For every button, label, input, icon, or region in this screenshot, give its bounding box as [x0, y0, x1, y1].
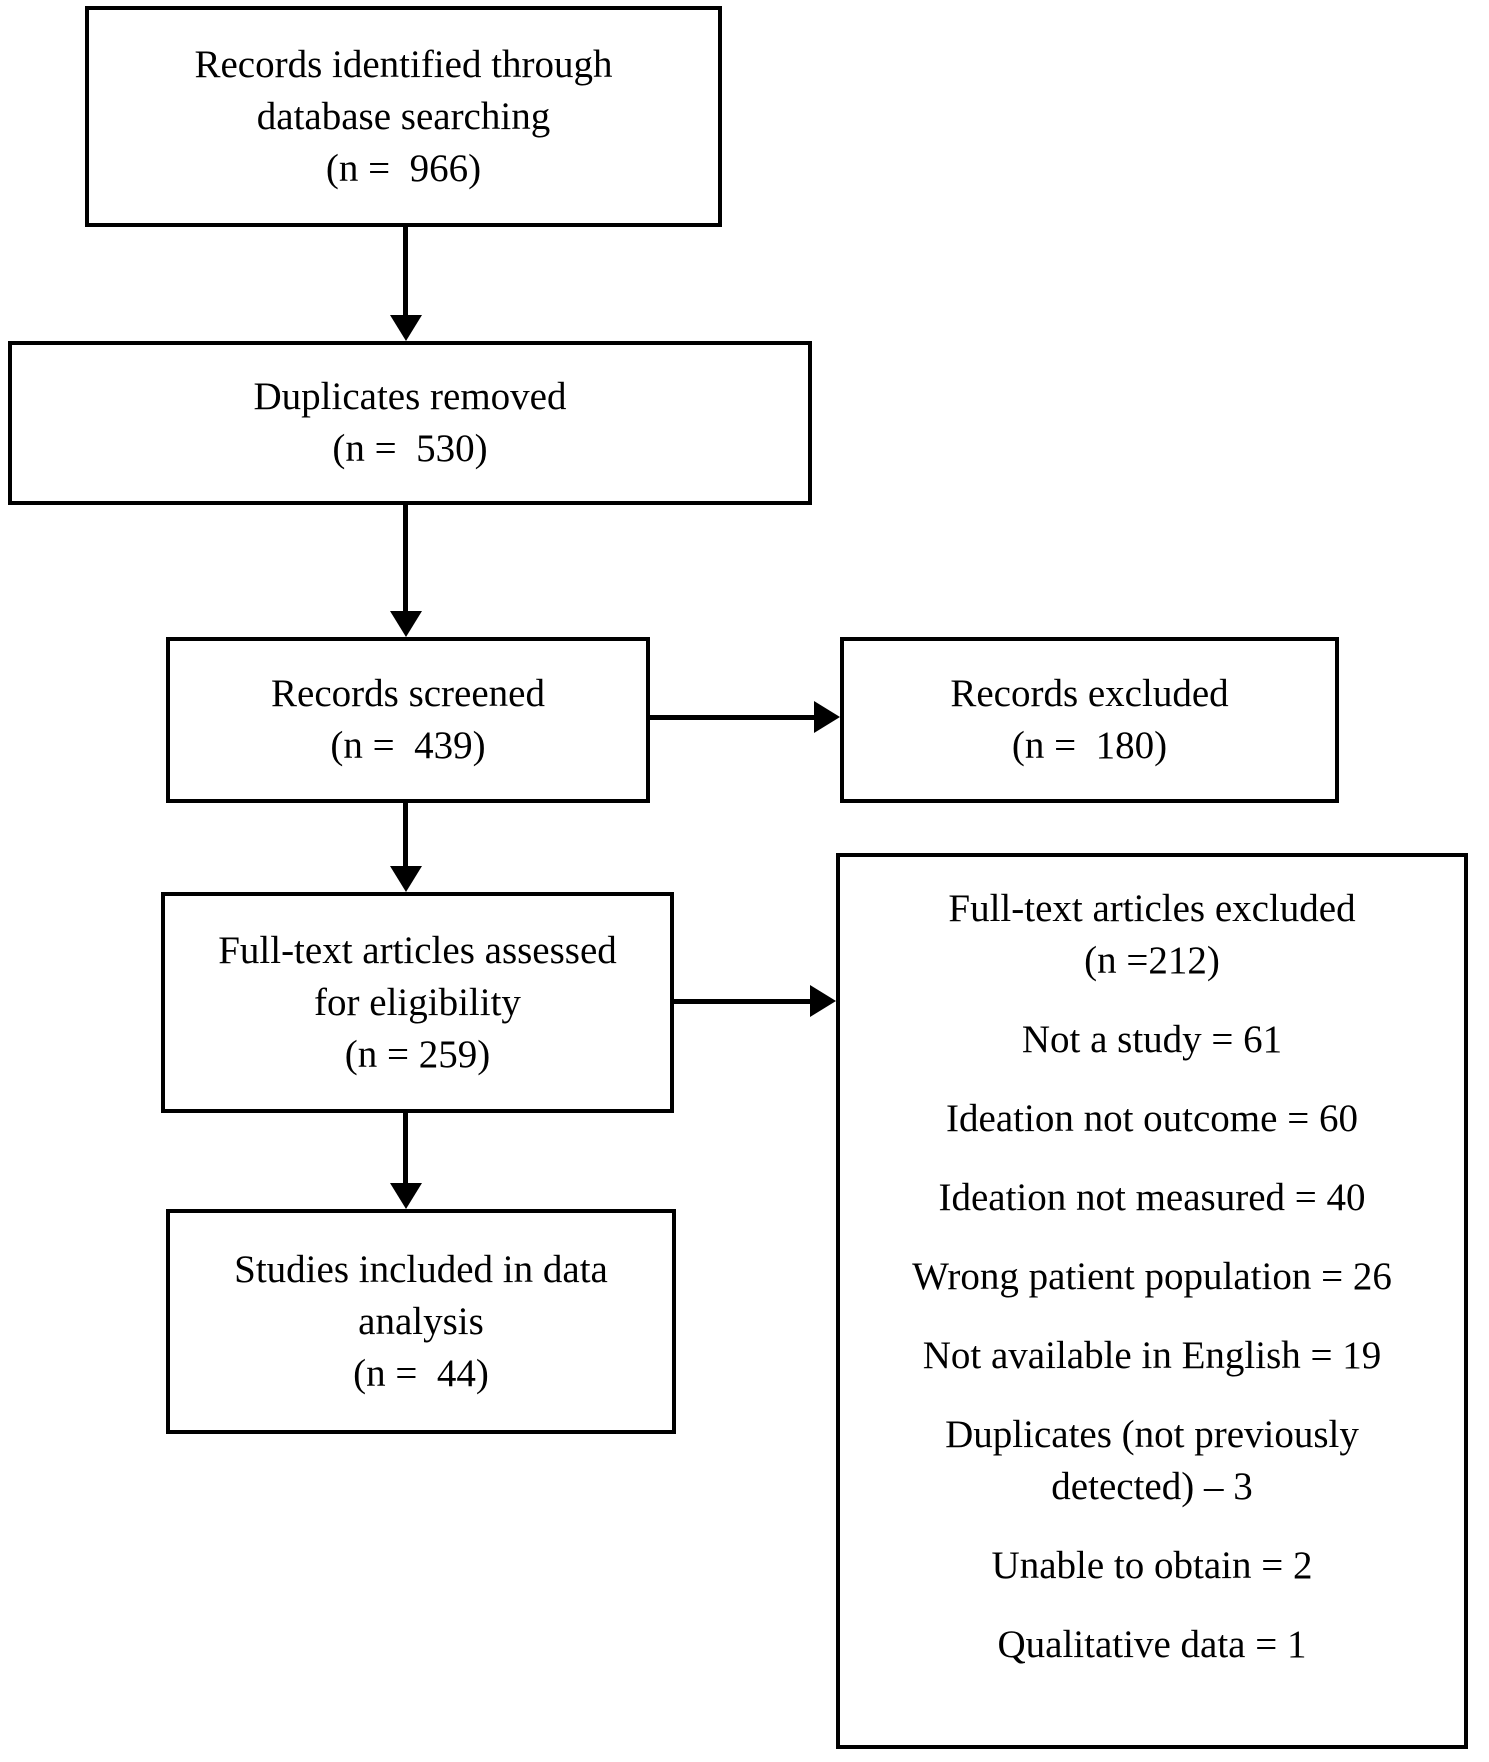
exclusion-reason: Duplicates (not previously detected) – 3: [945, 1413, 1359, 1508]
box-fulltext-excluded: Full-text articles excluded (n =212) Not…: [836, 853, 1468, 1749]
arrow-duplicates-to-screened-head: [390, 611, 422, 637]
box-studies-included-text: Studies included in data analysis (n = 4…: [234, 1247, 608, 1395]
exclusion-reason: Ideation not measured = 40: [938, 1176, 1366, 1219]
arrow-identified-to-duplicates-head: [390, 315, 422, 341]
box-studies-included: Studies included in data analysis (n = 4…: [166, 1209, 676, 1434]
fulltext-excluded-heading: Full-text articles excluded (n =212): [948, 887, 1356, 982]
exclusion-reason: Unable to obtain = 2: [991, 1544, 1313, 1587]
box-fulltext-assessed: Full-text articles assessed for eligibil…: [161, 892, 674, 1113]
arrow-screened-to-fulltext-head: [390, 866, 422, 892]
box-fulltext-assessed-text: Full-text articles assessed for eligibil…: [218, 928, 617, 1076]
box-records-excluded-text: Records excluded (n = 180): [950, 672, 1229, 767]
exclusion-reason: Ideation not outcome = 60: [946, 1097, 1358, 1140]
arrow-fulltext-to-included-line: [403, 1113, 408, 1185]
exclusion-reason: Qualitative data = 1: [997, 1623, 1307, 1666]
arrow-screened-to-excluded-line: [650, 715, 816, 720]
exclusion-reason: Not a study = 61: [1021, 1018, 1283, 1061]
exclusion-reason: Wrong patient population = 26: [912, 1255, 1392, 1298]
arrow-screened-to-excluded-head: [814, 701, 840, 733]
box-records-screened: Records screened (n = 439): [166, 637, 650, 803]
arrow-fulltext-to-excluded-head: [810, 985, 836, 1017]
arrow-fulltext-to-excluded-line: [674, 999, 812, 1004]
arrow-fulltext-to-included-head: [390, 1183, 422, 1209]
box-records-screened-text: Records screened (n = 439): [271, 672, 545, 767]
arrow-screened-to-fulltext-line: [403, 803, 408, 868]
box-records-excluded: Records excluded (n = 180): [840, 637, 1339, 803]
fulltext-excluded-content: Full-text articles excluded (n =212) Not…: [840, 857, 1464, 1671]
arrow-duplicates-to-screened-line: [403, 505, 408, 613]
arrow-identified-to-duplicates-line: [403, 227, 408, 317]
box-records-identified: Records identified through database sear…: [85, 6, 722, 227]
box-records-identified-text: Records identified through database sear…: [194, 42, 613, 190]
exclusion-reason: Not available in English = 19: [922, 1334, 1382, 1377]
box-duplicates-removed: Duplicates removed (n = 530): [8, 341, 812, 505]
box-duplicates-removed-text: Duplicates removed (n = 530): [253, 375, 567, 470]
